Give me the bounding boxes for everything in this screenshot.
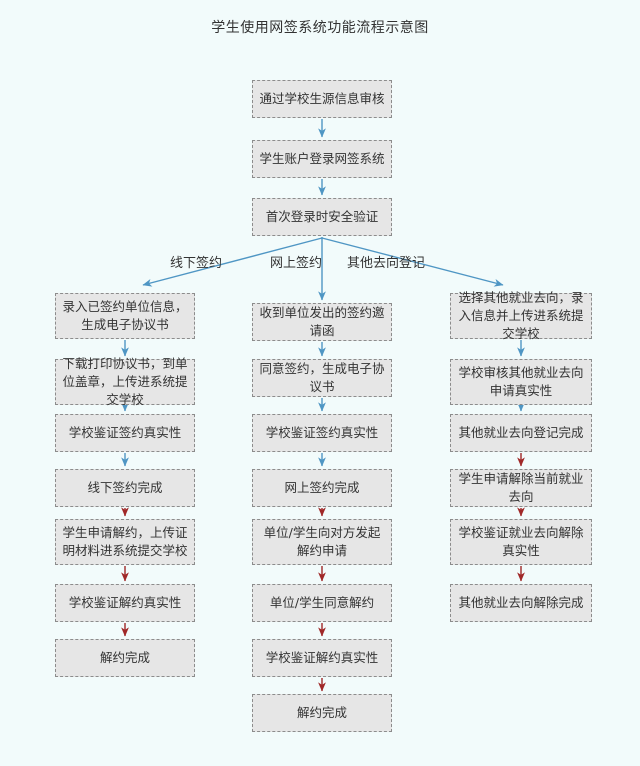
flow-node-label: 收到单位发出的签约邀请函: [259, 305, 385, 338]
flow-node-l6: 解约完成: [55, 639, 195, 677]
flow-node-n2: 首次登录时安全验证: [252, 198, 392, 236]
flow-node-label: 首次登录时安全验证: [265, 209, 379, 224]
branch-label-b-left: 线下签约: [169, 256, 223, 271]
flow-node-m0: 收到单位发出的签约邀请函: [252, 303, 392, 341]
flow-node-label: 学校鉴证就业去向解除真实性: [458, 525, 584, 558]
flow-node-m7: 解约完成: [252, 694, 392, 732]
flow-node-n0: 通过学校生源信息审核: [252, 80, 392, 118]
flow-node-label: 其他就业去向解除完成: [458, 595, 584, 610]
flow-node-label: 解约完成: [296, 705, 347, 720]
flow-node-label: 下载打印协议书，到单位盖章，上传进系统提交学校: [62, 356, 188, 407]
page-title: 学生使用网签系统功能流程示意图: [211, 20, 429, 36]
flow-node-label: 学生申请解除当前就业去向: [458, 471, 584, 504]
flow-node-label: 网上签约完成: [284, 480, 360, 495]
flow-node-label: 录入已签约单位信息，生成电子协议书: [62, 299, 188, 332]
flow-node-label: 学生账户登录网签系统: [259, 151, 385, 166]
flow-node-l0: 录入已签约单位信息，生成电子协议书: [55, 293, 195, 339]
flow-node-label: 通过学校生源信息审核: [259, 91, 385, 106]
flow-node-label: 学校审核其他就业去向申请真实性: [458, 365, 584, 398]
flow-node-l2: 学校鉴证签约真实性: [55, 414, 195, 452]
flow-node-r3: 学生申请解除当前就业去向: [450, 469, 592, 507]
flow-node-label: 解约完成: [99, 650, 150, 665]
flow-node-label: 学生申请解约，上传证明材料进系统提交学校: [62, 525, 188, 558]
flow-node-label: 学校鉴证签约真实性: [68, 425, 182, 440]
flow-node-label: 学校鉴证解约真实性: [265, 650, 379, 665]
branch-label-b-middle: 网上签约: [269, 256, 323, 271]
flow-node-r5: 其他就业去向解除完成: [450, 584, 592, 622]
flow-node-label: 选择其他就业去向，录入信息并上传进系统提交学校: [458, 290, 584, 341]
flow-node-label: 单位/学生向对方发起解约申请: [263, 525, 381, 558]
flow-node-r1: 学校审核其他就业去向申请真实性: [450, 359, 592, 405]
flow-node-m4: 单位/学生向对方发起解约申请: [252, 519, 392, 565]
flow-node-label: 线下签约完成: [87, 480, 163, 495]
flow-node-l3: 线下签约完成: [55, 469, 195, 507]
flow-node-m3: 网上签约完成: [252, 469, 392, 507]
flow-node-m1: 同意签约，生成电子协议书: [252, 359, 392, 397]
flow-node-r4: 学校鉴证就业去向解除真实性: [450, 519, 592, 565]
flow-node-label: 学校鉴证签约真实性: [265, 425, 379, 440]
flow-node-label: 单位/学生同意解约: [269, 595, 375, 610]
flow-node-r2: 其他就业去向登记完成: [450, 414, 592, 452]
flow-node-m2: 学校鉴证签约真实性: [252, 414, 392, 452]
flow-node-m5: 单位/学生同意解约: [252, 584, 392, 622]
flow-node-l1: 下载打印协议书，到单位盖章，上传进系统提交学校: [55, 356, 195, 407]
flow-node-l5: 学校鉴证解约真实性: [55, 584, 195, 622]
branch-label-b-right: 其他去向登记: [346, 256, 426, 271]
flow-node-label: 学校鉴证解约真实性: [68, 595, 182, 610]
flow-node-m6: 学校鉴证解约真实性: [252, 639, 392, 677]
flow-node-label: 其他就业去向登记完成: [458, 425, 584, 440]
flow-node-l4: 学生申请解约，上传证明材料进系统提交学校: [55, 519, 195, 565]
flow-node-label: 同意签约，生成电子协议书: [259, 361, 385, 394]
flow-node-n1: 学生账户登录网签系统: [252, 140, 392, 178]
flow-node-r0: 选择其他就业去向，录入信息并上传进系统提交学校: [450, 290, 592, 341]
